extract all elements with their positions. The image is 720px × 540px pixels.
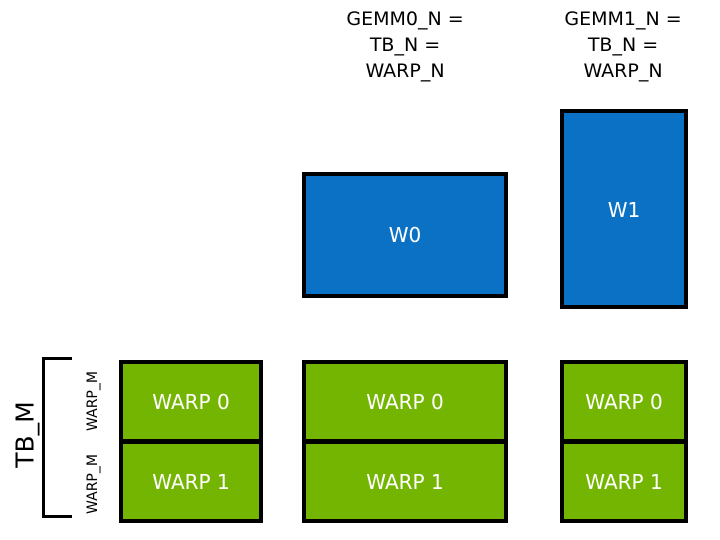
tb-m-dimension-label: TB_M (10, 401, 40, 468)
warp-tile-cell: WARP 0 (560, 360, 688, 443)
warp-tile-cell: WARP 1 (119, 440, 263, 523)
warp-m-dimension-label: WARP_M (85, 454, 101, 514)
tb-m-bracket (42, 357, 72, 518)
warp-tile-column-1: WARP 0 WARP 1 (119, 360, 263, 526)
warp-block-w0: W0 (302, 172, 508, 298)
warp-tile-column-3: WARP 0 WARP 1 (560, 360, 688, 526)
column-header-gemm1: GEMM1_N = TB_N = WARP_N (564, 8, 682, 82)
warp-tile-cell: WARP 0 (119, 360, 263, 443)
warp-block-w1: W1 (560, 109, 688, 309)
warp-m-dimension-label: WARP_M (85, 371, 101, 431)
warp-tile-cell: WARP 1 (560, 440, 688, 523)
column-header-gemm0: GEMM0_N = TB_N = WARP_N (346, 8, 464, 82)
warp-tile-cell: WARP 1 (302, 440, 508, 523)
warp-tile-cell: WARP 0 (302, 360, 508, 443)
warp-tile-column-2: WARP 0 WARP 1 (302, 360, 508, 526)
